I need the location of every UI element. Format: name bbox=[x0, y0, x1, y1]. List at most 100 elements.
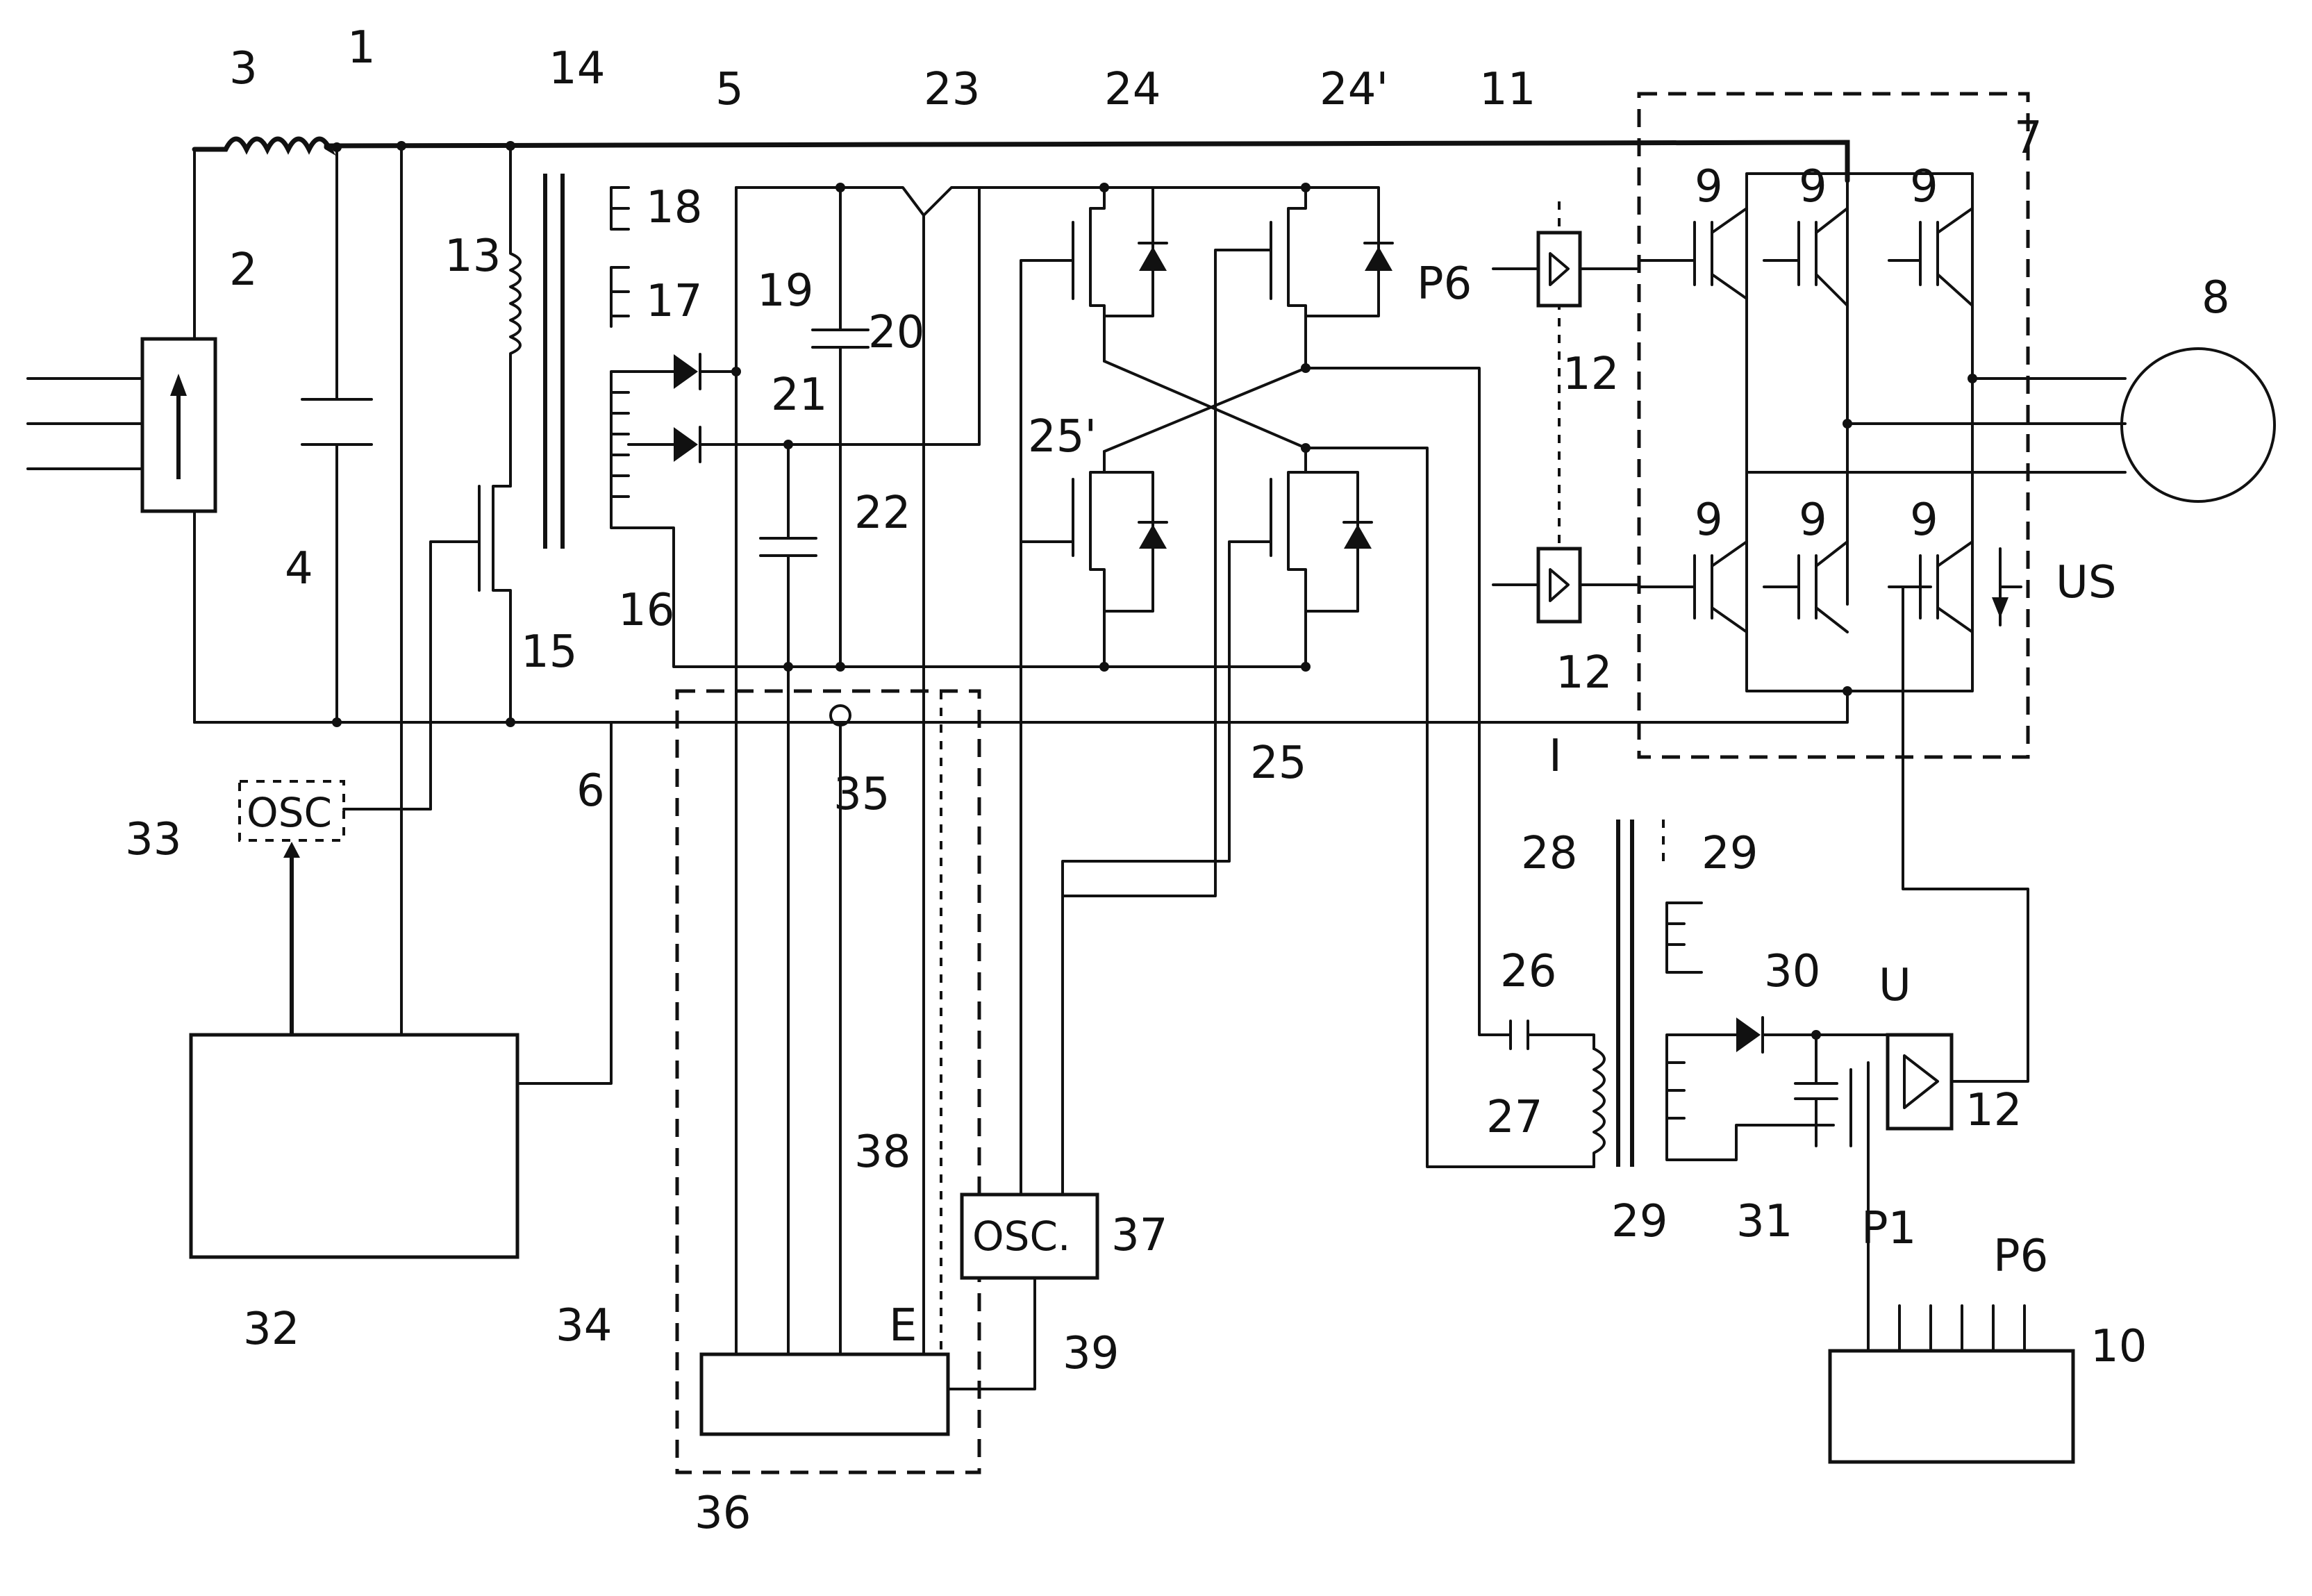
label-4: 4 bbox=[285, 543, 313, 595]
node bbox=[1301, 662, 1311, 672]
label-33: 33 bbox=[125, 814, 181, 865]
label-11: 11 bbox=[1479, 64, 1536, 115]
diode-24-prime bbox=[1306, 188, 1379, 316]
motor-8 bbox=[2122, 349, 2274, 501]
node bbox=[1301, 183, 1311, 192]
node bbox=[506, 717, 515, 727]
label-9-2: 9 bbox=[1799, 161, 1827, 213]
us-arrow bbox=[1992, 597, 2009, 618]
amplifier-12-mid bbox=[1538, 549, 1580, 622]
inductor-3 bbox=[194, 139, 330, 149]
label-29-bottom: 29 bbox=[1611, 1196, 1668, 1247]
switch-15 bbox=[431, 486, 510, 809]
node bbox=[835, 183, 845, 192]
capacitor-31 bbox=[1795, 1035, 1837, 1146]
us-switch bbox=[2000, 549, 2021, 625]
node bbox=[332, 717, 342, 727]
label-27: 27 bbox=[1486, 1092, 1542, 1143]
amplifier-12-bottom bbox=[1888, 1035, 1952, 1129]
node bbox=[397, 141, 406, 151]
controller-36 bbox=[701, 1354, 948, 1434]
label-9-1: 9 bbox=[1695, 161, 1723, 213]
label-24: 24 bbox=[1104, 64, 1161, 115]
label-e: E bbox=[889, 1300, 917, 1352]
control-pins bbox=[1868, 1306, 2024, 1351]
diode-24 bbox=[1104, 188, 1153, 316]
igbt-upper-row bbox=[1639, 208, 1972, 306]
label-24-prime: 24' bbox=[1320, 64, 1388, 115]
label-13: 13 bbox=[444, 231, 501, 282]
dc-bus-positive bbox=[326, 142, 1847, 181]
capacitor-20 bbox=[813, 188, 868, 667]
label-p6: P6 bbox=[1417, 258, 1472, 310]
diode-24-tri bbox=[1139, 247, 1167, 271]
capacitor-22 bbox=[760, 444, 816, 1354]
motor-feed bbox=[1747, 379, 2125, 472]
label-3: 3 bbox=[229, 43, 258, 94]
control-unit-10 bbox=[1830, 1351, 2073, 1462]
label-39: 39 bbox=[1063, 1328, 1119, 1379]
label-p1: P1 bbox=[1861, 1203, 1916, 1254]
osc37-links bbox=[948, 896, 1063, 1389]
label-7: 7 bbox=[2014, 113, 2043, 164]
diode-21 bbox=[674, 427, 698, 462]
switch-25 bbox=[1063, 448, 1306, 1212]
diode-19-bar bbox=[700, 354, 736, 389]
transformer-core-28 bbox=[1618, 820, 1632, 1167]
label-29-top: 29 bbox=[1702, 828, 1758, 879]
node bbox=[783, 662, 793, 672]
switch-25-prime bbox=[1021, 451, 1104, 667]
diode-19 bbox=[674, 354, 698, 389]
label-12-top: 12 bbox=[1563, 349, 1619, 400]
winding-27 bbox=[1594, 1049, 1604, 1167]
label-26: 26 bbox=[1500, 946, 1556, 997]
amp-out bbox=[1903, 587, 2028, 1081]
switch-24 bbox=[1014, 188, 1104, 1278]
label-35: 35 bbox=[833, 769, 890, 820]
node bbox=[1843, 686, 1852, 696]
label-31: 31 bbox=[1736, 1196, 1793, 1247]
transformer-core-14 bbox=[545, 174, 563, 549]
node bbox=[332, 142, 342, 152]
capacitor-4 bbox=[302, 147, 372, 722]
mains-input bbox=[28, 379, 142, 469]
primary-winding-13 bbox=[510, 146, 520, 486]
label-5: 5 bbox=[715, 64, 744, 115]
bridge-crossover bbox=[1104, 361, 1306, 451]
node bbox=[506, 141, 515, 151]
label-18: 18 bbox=[646, 182, 702, 233]
diode-25p-tri bbox=[1139, 524, 1167, 549]
osc-33-text: OSC bbox=[247, 789, 332, 836]
driver-rail bbox=[736, 188, 1014, 215]
label-10: 10 bbox=[2090, 1321, 2147, 1372]
node bbox=[835, 662, 845, 672]
driver-outputs bbox=[1493, 269, 1639, 585]
winding-17 bbox=[611, 267, 629, 326]
label-25-prime: 25' bbox=[1028, 411, 1097, 463]
label-9-6: 9 bbox=[1910, 494, 1938, 546]
label-15: 15 bbox=[521, 626, 577, 678]
label-25: 25 bbox=[1250, 738, 1306, 789]
label-38: 38 bbox=[854, 1127, 910, 1178]
label-37: 37 bbox=[1111, 1210, 1167, 1261]
amplifier-12-top bbox=[1538, 233, 1580, 306]
winding-16 bbox=[611, 372, 635, 528]
diode-30 bbox=[1736, 1017, 1761, 1052]
label-22: 22 bbox=[854, 488, 910, 539]
label-i: I bbox=[1549, 731, 1562, 782]
bridge-out-1 bbox=[1306, 368, 1511, 1035]
label-6: 6 bbox=[576, 765, 605, 817]
label-8: 8 bbox=[2202, 272, 2230, 324]
label-12-mid: 12 bbox=[1556, 647, 1612, 699]
label-21: 21 bbox=[771, 369, 827, 421]
label-16: 16 bbox=[618, 585, 674, 636]
label-u: U bbox=[1879, 960, 1911, 1011]
capacitor-26 bbox=[1511, 1021, 1594, 1049]
label-1: 1 bbox=[347, 22, 376, 74]
winding-18 bbox=[611, 188, 629, 229]
label-p6-bottom: P6 bbox=[1993, 1231, 2048, 1282]
switch-24-prime bbox=[1063, 188, 1306, 1212]
label-34: 34 bbox=[556, 1300, 612, 1352]
label-14: 14 bbox=[549, 43, 605, 94]
